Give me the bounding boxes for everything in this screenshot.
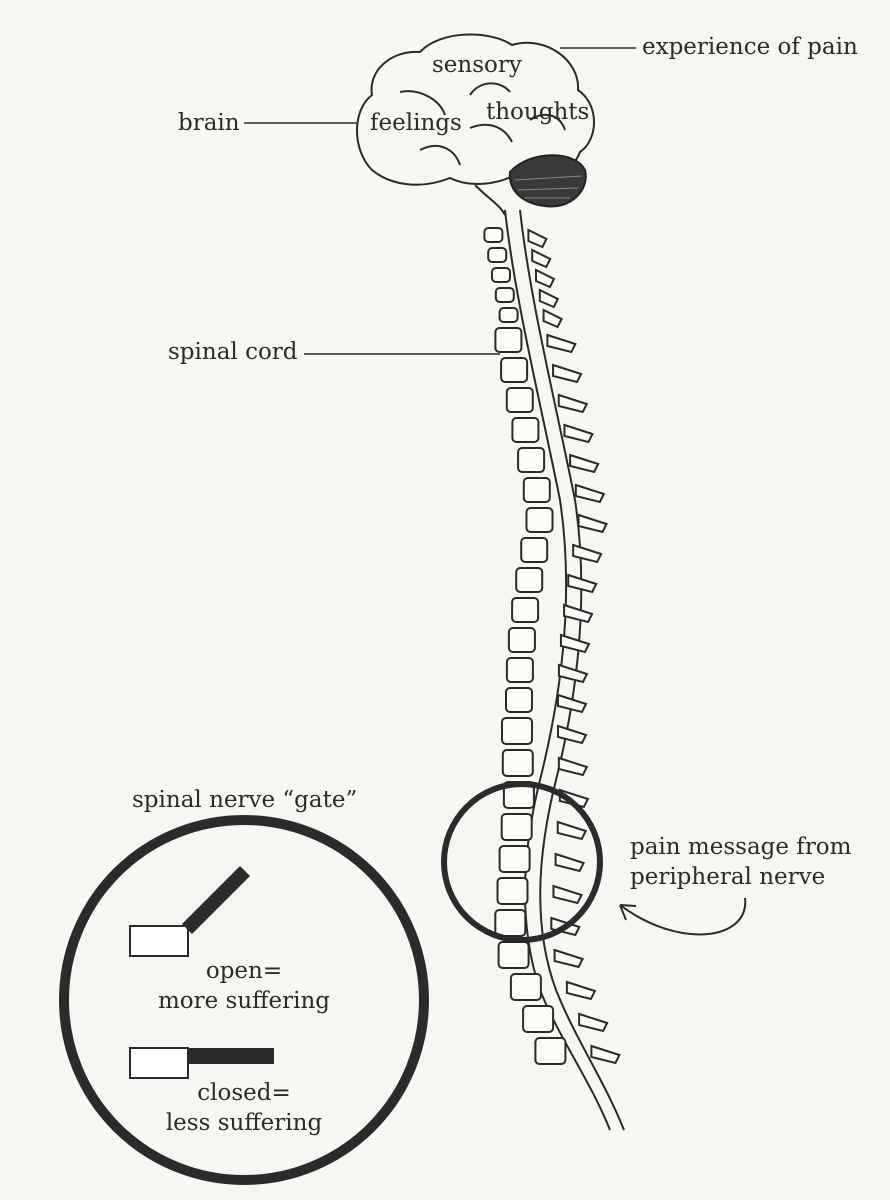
vertebra-body xyxy=(498,307,519,323)
cerebellum-illustration xyxy=(474,154,587,216)
vertebra-body xyxy=(501,717,533,745)
vertebra-body xyxy=(522,477,551,503)
vertebral-bodies xyxy=(483,227,567,1065)
vertebra-process xyxy=(578,1012,609,1033)
vertebra-process xyxy=(569,453,600,474)
leader-lines xyxy=(244,47,636,355)
brain-label: brain xyxy=(178,110,240,136)
vertebra-process xyxy=(556,820,588,841)
vertebra-body xyxy=(494,327,523,353)
vertebra-body xyxy=(497,941,530,969)
vertebra-body xyxy=(500,357,529,383)
vertebra-process xyxy=(552,363,583,384)
gate-circle xyxy=(59,815,429,1185)
vertebra-process xyxy=(557,663,589,684)
vertebra-process xyxy=(527,228,548,249)
vertebra-process xyxy=(572,543,603,564)
vertebra-body xyxy=(511,597,540,623)
vertebra-body xyxy=(505,387,534,413)
vertebra-process xyxy=(542,308,563,329)
vertebra-process xyxy=(546,333,577,354)
gate-highlight-circle xyxy=(441,781,603,943)
vertebra-process xyxy=(538,288,560,309)
vertebra-body xyxy=(501,749,534,777)
vertebra-body xyxy=(522,1005,555,1033)
brain-illustration xyxy=(356,33,595,186)
closed-label-line2: less suffering xyxy=(165,1110,323,1136)
vertebra-body xyxy=(500,813,533,841)
vertebra-body xyxy=(498,845,531,873)
vertebra-process xyxy=(559,633,591,654)
vertebra-body xyxy=(496,877,529,905)
vertebra-body xyxy=(517,447,546,473)
feelings-label: feelings xyxy=(370,110,462,136)
vertebra-process xyxy=(554,852,586,873)
vertebra-process xyxy=(567,573,598,594)
vertebra-process xyxy=(590,1044,621,1065)
vertebra-body xyxy=(534,1037,567,1065)
vertebra-body xyxy=(505,657,534,683)
open-label-line2: more suffering xyxy=(157,988,331,1014)
vertebra-body xyxy=(511,417,540,443)
vertebra-process xyxy=(535,268,556,289)
vertebra-process xyxy=(556,693,588,714)
vertebra-body xyxy=(491,267,511,283)
vertebra-body xyxy=(494,287,515,303)
vertebra-process xyxy=(552,884,583,905)
vertebra-body xyxy=(507,627,536,653)
spinal-cord-label: spinal cord xyxy=(168,339,298,365)
vertebra-body xyxy=(525,507,554,533)
gate-title-label: spinal nerve “gate” xyxy=(132,787,358,813)
vertebra-process xyxy=(563,603,594,624)
closed-label-line1: closed= xyxy=(197,1080,291,1106)
vertebra-process xyxy=(565,980,597,1001)
vertebra-body xyxy=(505,687,533,713)
vertebra-body xyxy=(487,247,508,263)
vertebra-process xyxy=(553,948,585,969)
vertebra-process xyxy=(557,756,589,777)
gate-closed-icon xyxy=(129,1047,274,1079)
vertebra-body xyxy=(520,537,549,563)
vertebra-process xyxy=(557,393,589,414)
vertebra-body xyxy=(483,227,504,243)
vertebra-body xyxy=(515,567,544,593)
thoughts-label: thoughts xyxy=(486,99,590,125)
pain-message-line1: pain message from xyxy=(630,834,852,860)
vertebra-process xyxy=(558,788,590,809)
open-label-line1: open= xyxy=(205,958,283,984)
vertebra-process xyxy=(557,724,588,745)
vertebra-process xyxy=(563,423,594,444)
gate-open-icon xyxy=(129,866,250,957)
vertebral-processes xyxy=(527,228,621,1065)
vertebra-process xyxy=(577,513,608,534)
pain-message-arrow xyxy=(619,897,747,936)
vertebra-process xyxy=(574,483,606,504)
vertebra-body xyxy=(494,909,527,937)
sensory-label: sensory xyxy=(432,52,522,78)
pain-message-line2: peripheral nerve xyxy=(630,864,826,890)
vertebra-body xyxy=(509,973,542,1001)
vertebra-process xyxy=(531,248,552,269)
experience-of-pain-label: experience of pain xyxy=(642,34,858,60)
